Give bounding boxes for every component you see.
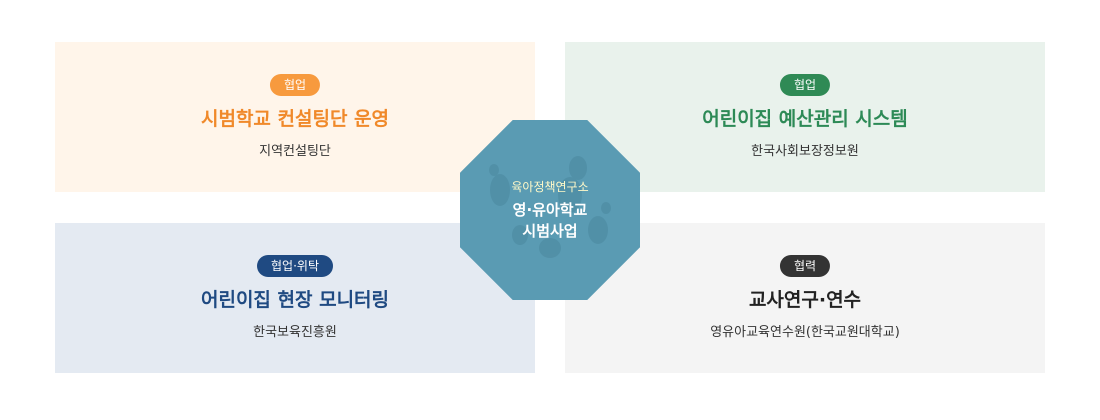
card-teacher-training: 협력 교사연구·연수 영유아교육연수원(한국교원대학교) — [565, 223, 1045, 373]
card-consulting: 협업 시범학교 컨설팅단 운영 지역컨설팅단 — [55, 42, 535, 192]
card-title: 어린이집 예산관리 시스템 — [702, 108, 908, 130]
footprint-pattern-icon — [489, 156, 611, 258]
card-field-monitoring: 협업·위탁 어린이집 현장 모니터링 한국보육진흥원 — [55, 223, 535, 373]
card-title: 시범학교 컨설팅단 운영 — [200, 108, 390, 130]
center-subtitle: 육아정책연구소 — [511, 180, 589, 194]
card-budget-system: 협업 어린이집 예산관리 시스템 한국사회보장정보원 — [565, 42, 1045, 192]
center-title-line2: 시범사업 — [522, 222, 578, 240]
card-subtitle: 한국사회보장정보원 — [751, 144, 859, 159]
badge-collaboration: 협업 — [269, 74, 321, 96]
card-subtitle: 영유아교육연수원(한국교원대학교) — [710, 325, 900, 340]
card-subtitle: 한국보육진흥원 — [253, 325, 337, 340]
badge-collaboration-commission: 협업·위탁 — [257, 255, 333, 277]
badge-collaboration: 협업 — [779, 74, 831, 96]
badge-cooperation: 협력 — [779, 255, 831, 277]
center-title-line1: 영·유아학교 — [512, 201, 588, 219]
card-title: 교사연구·연수 — [748, 289, 862, 311]
card-subtitle: 지역컨설팅단 — [259, 144, 331, 159]
card-title: 어린이집 현장 모니터링 — [200, 289, 390, 311]
center-title: 영·유아학교 시범사업 — [460, 200, 640, 242]
center-octagon: 육아정책연구소 영·유아학교 시범사업 — [460, 120, 640, 300]
